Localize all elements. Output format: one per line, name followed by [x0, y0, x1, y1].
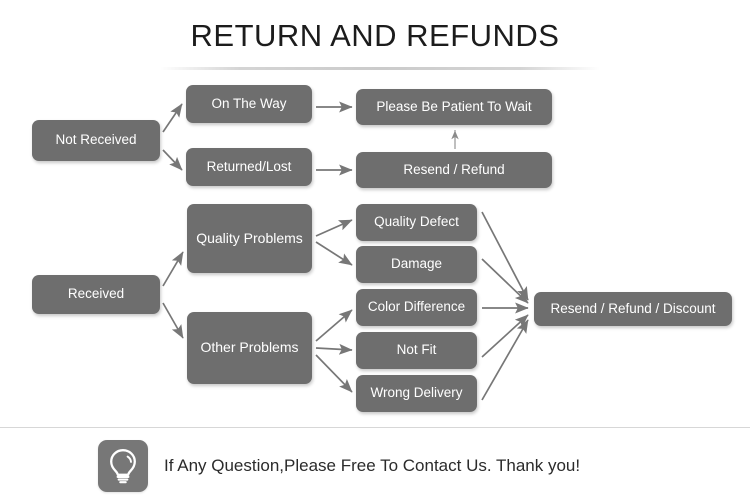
lightbulb-icon — [98, 440, 148, 492]
flow-edge-wrong-delivery-to-resend-refund-discount — [481, 319, 529, 401]
flow-node-on-the-way: On The Way — [186, 85, 312, 123]
flow-node-not-received: Not Received — [32, 120, 160, 161]
footer: If Any Question,Please Free To Contact U… — [98, 440, 698, 492]
flow-node-resend-refund-discount: Resend / Refund / Discount — [534, 292, 732, 326]
flow-edge-quality-problems-to-damage — [315, 241, 353, 266]
flow-node-resend-refund: Resend / Refund — [356, 152, 552, 188]
flow-node-wrong-delivery: Wrong Delivery — [356, 375, 477, 412]
flow-edge-received-to-quality-problems — [162, 251, 184, 287]
flow-edge-not-fit-to-resend-refund-discount — [481, 314, 529, 358]
page-title: RETURN AND REFUNDS — [190, 18, 560, 53]
flow-edge-quality-defect-to-resend-refund-discount — [481, 211, 529, 301]
footer-text: If Any Question,Please Free To Contact U… — [164, 456, 581, 475]
flow-node-not-fit: Not Fit — [356, 332, 477, 369]
footer-divider — [0, 427, 750, 428]
flow-node-damage: Damage — [356, 246, 477, 283]
flow-node-other-problems: Other Problems — [187, 312, 312, 384]
title-divider — [160, 67, 600, 70]
flow-node-quality-defect: Quality Defect — [356, 204, 477, 241]
flow-edge-received-to-other-problems — [162, 302, 184, 339]
flow-node-quality-problems: Quality Problems — [187, 204, 312, 273]
flow-edge-other-problems-to-color-difference — [315, 309, 353, 342]
flow-node-returned-lost: Returned/Lost — [186, 148, 312, 186]
flow-node-color-difference: Color Difference — [356, 289, 477, 326]
flow-edge-not-received-to-on-the-way — [162, 103, 183, 133]
flow-node-please-be-patient: Please Be Patient To Wait — [356, 89, 552, 125]
flow-edge-not-received-to-returned-lost — [162, 149, 183, 171]
flow-edge-other-problems-to-not-fit — [315, 343, 353, 355]
flow-edge-quality-problems-to-quality-defect — [315, 219, 353, 237]
flow-node-received: Received — [32, 275, 160, 314]
flow-edge-other-problems-to-wrong-delivery — [315, 354, 353, 393]
flow-edge-damage-to-resend-refund-discount — [481, 258, 529, 304]
